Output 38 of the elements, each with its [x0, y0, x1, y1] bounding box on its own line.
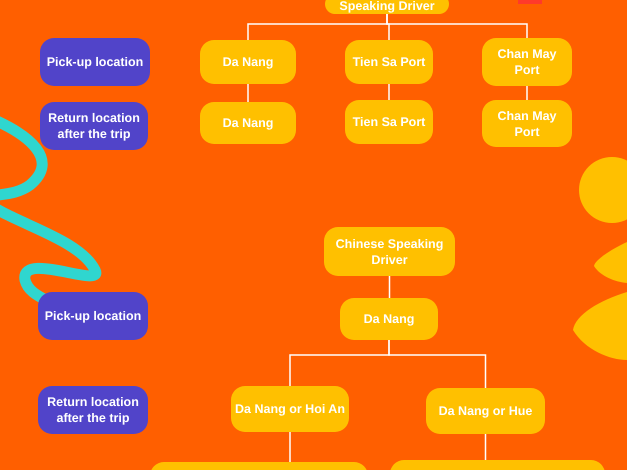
- box-text: Da Nang or Hoi An: [235, 401, 345, 417]
- box-text: Chan May Port: [496, 108, 558, 140]
- option-box: [200, 102, 296, 144]
- option-box: [345, 100, 433, 144]
- connector-line: [388, 340, 486, 388]
- connector-line: [388, 276, 390, 298]
- option-box: [482, 38, 572, 86]
- category-label-box: [40, 38, 150, 86]
- connector-line: [388, 84, 390, 100]
- connector-line: [247, 84, 249, 102]
- box-text: Return location after the trip: [46, 394, 140, 426]
- box-text: Tien Sa Port: [352, 54, 426, 70]
- option-box: [482, 100, 572, 147]
- box-text: Tien Sa Port: [352, 114, 426, 130]
- option-box: [324, 227, 455, 276]
- box-text: Da Nang: [222, 54, 274, 70]
- connector-line: [386, 14, 528, 38]
- box-text: Pick-up location: [46, 54, 144, 70]
- option-box: [231, 386, 349, 432]
- connector-line: [526, 86, 528, 100]
- option-box: [200, 40, 296, 84]
- box-text: Da Nang: [222, 115, 274, 131]
- box-text: Da Nang or Hue: [438, 403, 532, 419]
- box-text: Da Nang: [364, 311, 414, 327]
- box-text: Speaking Driver: [339, 0, 435, 14]
- connector-line: [484, 434, 486, 460]
- box-text: Return location after the trip: [47, 110, 141, 142]
- option-box: [426, 388, 545, 434]
- category-label-box: [38, 292, 148, 340]
- connector-line: [289, 432, 291, 462]
- box-text: Pick-up location: [44, 308, 142, 324]
- category-label-box: [40, 102, 148, 150]
- option-box: [340, 298, 438, 340]
- option-box: [325, 0, 449, 14]
- box-text: Chinese Speaking Driver: [334, 236, 444, 268]
- option-box: [345, 40, 433, 84]
- category-label-box: [38, 386, 148, 434]
- box-text: Chan May Port: [496, 46, 558, 78]
